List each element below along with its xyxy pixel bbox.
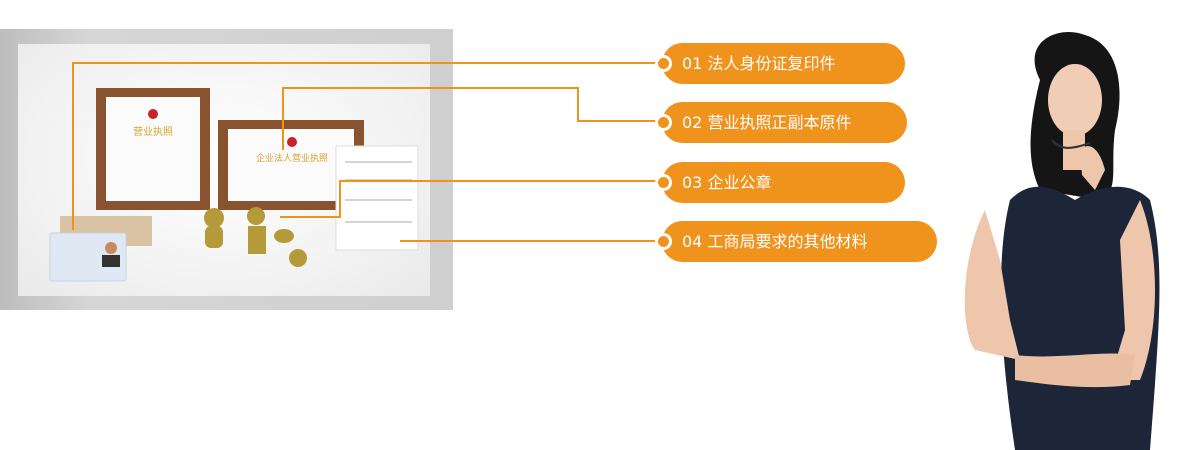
headset-microphone-icon — [1051, 139, 1091, 149]
national-emblem-icon — [287, 137, 297, 147]
connector-line-business-license — [282, 87, 662, 150]
connector-line-id-copy — [72, 62, 662, 230]
item-label: 03 企业公章 — [682, 173, 772, 192]
form-document — [335, 145, 419, 251]
id-card-portrait — [102, 242, 120, 267]
item-label: 02 营业执照正副本原件 — [682, 113, 852, 132]
item-label: 01 法人身份证复印件 — [682, 54, 836, 73]
customer-service-woman — [964, 32, 1160, 450]
national-emblem-icon — [148, 109, 158, 119]
item-other-materials: 04 工商局要求的其他材料 — [655, 221, 937, 262]
connector-line-company-seal — [280, 180, 662, 218]
bullet-dot-icon — [655, 233, 672, 250]
bullet-dot-icon — [655, 114, 672, 131]
item-company-seal: 03 企业公章 — [655, 162, 905, 203]
item-id-copy: 01 法人身份证复印件 — [655, 43, 905, 84]
license-title: 营业执照 — [133, 125, 173, 138]
connector-lines — [72, 62, 662, 242]
bullet-dot-icon — [655, 55, 672, 72]
certificate-title: 企业法人营业执照 — [256, 152, 328, 164]
seal-stamps — [204, 207, 307, 267]
bullet-dot-icon — [655, 174, 672, 191]
item-label: 04 工商局要求的其他材料 — [682, 232, 868, 251]
item-business-license: 02 营业执照正副本原件 — [655, 102, 907, 143]
